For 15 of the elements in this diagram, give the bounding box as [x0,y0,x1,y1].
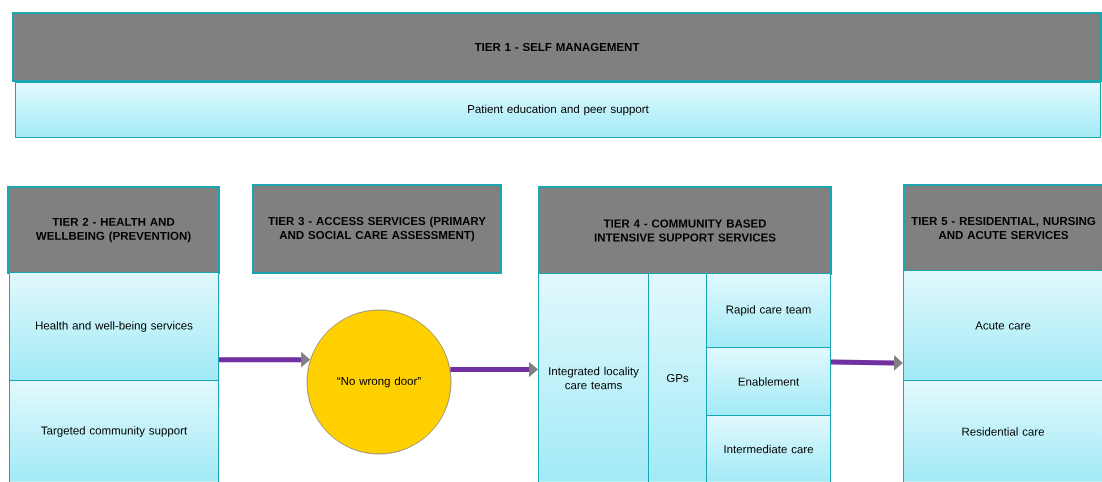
service-box: Enablement [706,347,831,416]
tier-header: TIER 5 - RESIDENTIAL, NURSING AND ACUTE SERVICES [903,184,1102,272]
tier-header: TIER 3 - ACCESS SERVICES (PRIMARY AND SOCIAL CARE ASSESSMENT) [252,184,502,274]
service-box: Integrated locality care teams [538,273,649,482]
service-box: Health and well-being services [9,272,219,381]
tier-header: TIER 2 - HEALTH AND WELLBEING (PREVENTION) [7,186,220,274]
service-box: GPs [648,273,707,482]
service-box: Residential care [903,380,1102,482]
service-box: Patient education and peer support [15,82,1101,138]
service-box: Acute care [903,270,1102,381]
service-box: Targeted community support [9,380,219,482]
service-box: Intermediate care [706,415,831,482]
tier-header: TIER 1 - SELF MANAGEMENT [12,12,1102,82]
service-box: Rapid care team [706,273,831,348]
tier-header: TIER 4 - COMMUNITY BASED INTENSIVE SUPPORT SERVICES [538,186,832,275]
